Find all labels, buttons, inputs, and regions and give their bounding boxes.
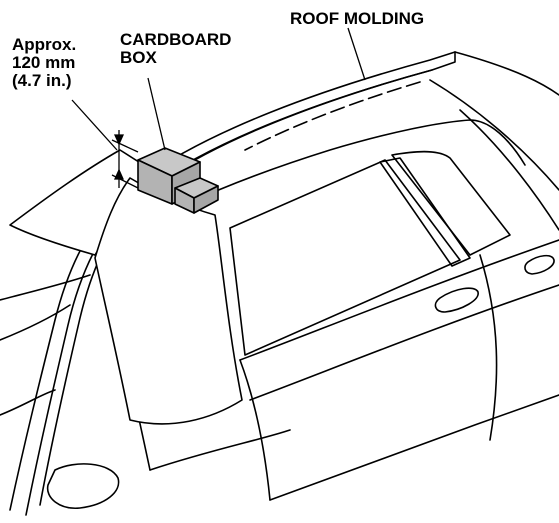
leader-roof-molding xyxy=(347,27,366,81)
door-lower-line xyxy=(249,284,559,401)
door-handle xyxy=(434,287,479,313)
side-mirror xyxy=(46,463,120,509)
rear-pillar-line xyxy=(459,109,559,231)
roof-rail-detail xyxy=(244,81,421,151)
approx-dimension-label: Approx. 120 mm (4.7 in.) xyxy=(12,36,76,90)
dimension-ext-top xyxy=(111,139,139,153)
cardboard-box-lower-side xyxy=(193,185,219,214)
cardboard-box-label: CARDBOARD BOX xyxy=(120,31,231,67)
dimension-arrow-bottom xyxy=(113,168,125,180)
approx-dimension-label-line2: 120 mm xyxy=(12,53,76,72)
dimension-arrow-top xyxy=(113,134,125,146)
cardboard-box-label-line1: CARDBOARD xyxy=(120,30,232,49)
leader-cardboard-box xyxy=(147,77,166,151)
roof-molding xyxy=(9,51,456,511)
door-glass-front xyxy=(229,159,461,356)
windshield-line xyxy=(0,274,91,301)
approx-dimension-label-line1: Approx. xyxy=(12,35,77,54)
door-belt-line xyxy=(239,239,559,361)
fender-line xyxy=(0,389,56,416)
approx-dimension-label-line3: (4.7 in.) xyxy=(12,71,72,90)
roof-molding-underside xyxy=(39,69,433,506)
leader-approx xyxy=(71,99,118,151)
cardboard-box-label-line2: BOX xyxy=(120,48,157,67)
roof-molding-label: ROOF MOLDING xyxy=(290,10,424,28)
door-glass-rear xyxy=(391,150,511,256)
door-pillar xyxy=(379,157,471,267)
front-door-edge xyxy=(239,359,271,501)
rear-door-line xyxy=(479,254,498,441)
roof-molding-label-text: ROOF MOLDING xyxy=(290,9,425,28)
rocker-line xyxy=(269,394,559,501)
hood-line xyxy=(0,304,71,341)
rear-body-outline xyxy=(429,79,559,191)
rear-door-handle xyxy=(524,254,555,275)
roof-line xyxy=(454,51,559,96)
sill-line xyxy=(149,429,291,471)
protective-cloth-front xyxy=(94,177,243,425)
